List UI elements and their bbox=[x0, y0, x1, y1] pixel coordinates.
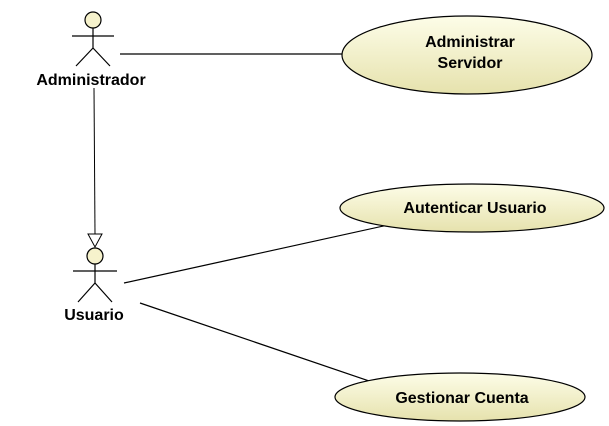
use-case-gestionar-cuenta-label: Gestionar Cuenta bbox=[395, 390, 528, 407]
actor-administrador-label: Administrador bbox=[36, 72, 145, 89]
use-case-autenticar-usuario[interactable]: Autenticar Usuario bbox=[339, 183, 605, 233]
use-case-gestionar-cuenta[interactable]: Gestionar Cuenta bbox=[334, 372, 586, 422]
generalization-arrow[interactable] bbox=[87, 87, 103, 249]
actor-usuario[interactable] bbox=[73, 247, 117, 303]
use-case-autenticar-usuario-label: Autenticar Usuario bbox=[403, 200, 546, 217]
association-usuario-autenticar-usuario[interactable] bbox=[123, 224, 389, 284]
association-usuario-gestionar-cuenta[interactable] bbox=[139, 302, 376, 384]
use-case-administrar-servidor-line2: Servidor bbox=[438, 55, 503, 72]
use-case-administrar-servidor[interactable]: Administrar Servidor bbox=[341, 15, 593, 95]
use-case-administrar-servidor-line1: Administrar bbox=[425, 34, 515, 51]
actor-usuario-label: Usuario bbox=[64, 307, 124, 324]
actor-administrador[interactable] bbox=[72, 11, 114, 67]
